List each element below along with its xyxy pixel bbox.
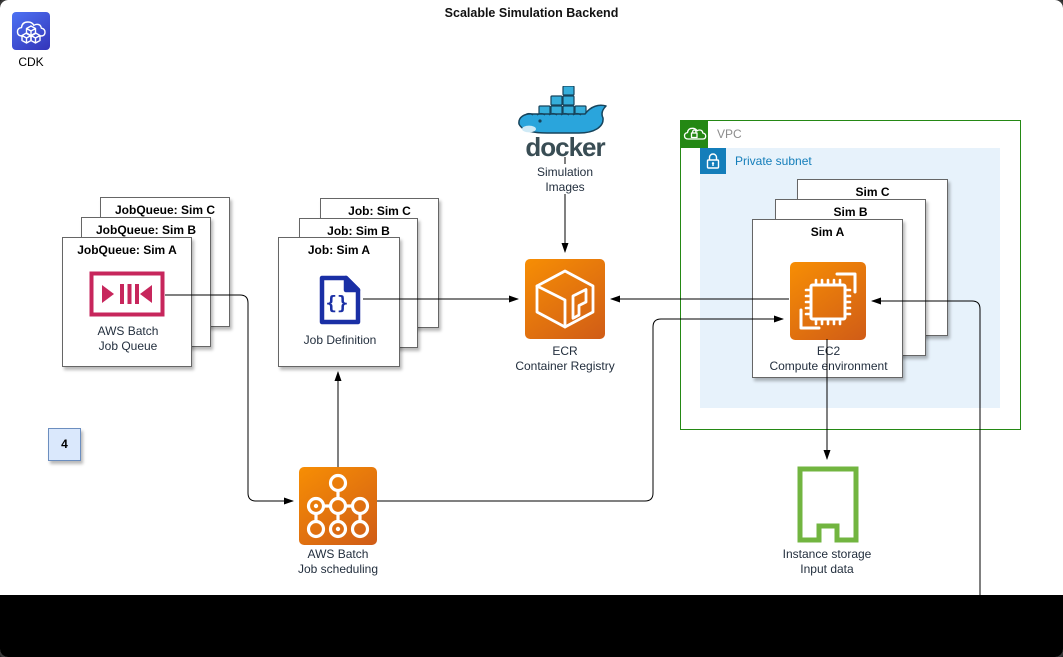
ec2-box-sim-a: Sim A EC2 Compute environment	[752, 219, 903, 378]
ec2-node	[790, 262, 866, 340]
scheduler-caption: AWS Batch Job scheduling	[297, 547, 379, 577]
ec2-box-sim-b-title: Sim B	[833, 205, 868, 219]
vpc-cloud-icon	[683, 127, 707, 140]
private-subnet-label: Private subnet	[735, 154, 812, 168]
ecr-caption: ECR Container Registry	[515, 344, 615, 374]
batch-scheduler-node	[299, 467, 377, 545]
job-definition-document-icon: {}	[319, 275, 361, 325]
jobqueue-box-sim-c-title: JobQueue: Sim C	[114, 203, 215, 217]
ecr-node	[525, 259, 605, 339]
cdk-label: CDK	[18, 55, 44, 69]
jobdef-caption: Job Definition	[303, 333, 377, 347]
batch-scheduling-tree-icon	[306, 473, 370, 539]
ec2-caption: EC2 Compute environment	[769, 344, 888, 374]
private-subnet-tag	[700, 148, 726, 174]
jobdef-box-sim-a-title: Job: Sim A	[307, 243, 371, 257]
vpc-label: VPC	[717, 127, 742, 141]
vpc-group	[680, 120, 1021, 430]
ec2-chip-icon	[799, 272, 857, 330]
instance-storage-icon	[797, 466, 859, 543]
jobdef-box-sim-c-title: Job: Sim C	[348, 204, 411, 218]
docker-logo-icon	[518, 86, 607, 134]
ec2-box-sim-a-title: Sim A	[810, 225, 845, 239]
cdk-node	[12, 12, 50, 50]
vpc-tag	[680, 120, 708, 148]
ec2-box-sim-c-title: Sim C	[855, 185, 890, 199]
ecr-registry-icon	[535, 269, 595, 329]
jobdef-box-sim-b-title: Job: Sim B	[327, 224, 390, 238]
batch-job-queue-icon	[89, 271, 165, 317]
cdk-cloud-cubes-icon	[16, 21, 46, 44]
jobqueue-box-sim-a: JobQueue: Sim A AWS Batch Job Queue	[62, 237, 192, 367]
storage-caption: Instance storage Input data	[782, 547, 872, 577]
lock-icon	[706, 153, 720, 169]
docker-wordmark: docker	[525, 132, 605, 162]
jobdef-box-sim-a: Job: Sim A {} Job Definition	[278, 237, 400, 367]
jobqueue-box-sim-b-title: JobQueue: Sim B	[95, 223, 196, 237]
jobqueue-box-sim-a-title: JobQueue: Sim A	[77, 243, 177, 257]
docker-caption: Simulation Images	[536, 165, 594, 195]
svg-text:{}: {}	[326, 292, 349, 314]
jobqueue-caption: AWS Batch Job Queue	[97, 324, 159, 354]
letterbox-bar	[0, 595, 1063, 657]
page-title: Scalable Simulation Backend	[444, 6, 619, 20]
step-badge: 4	[48, 428, 81, 461]
